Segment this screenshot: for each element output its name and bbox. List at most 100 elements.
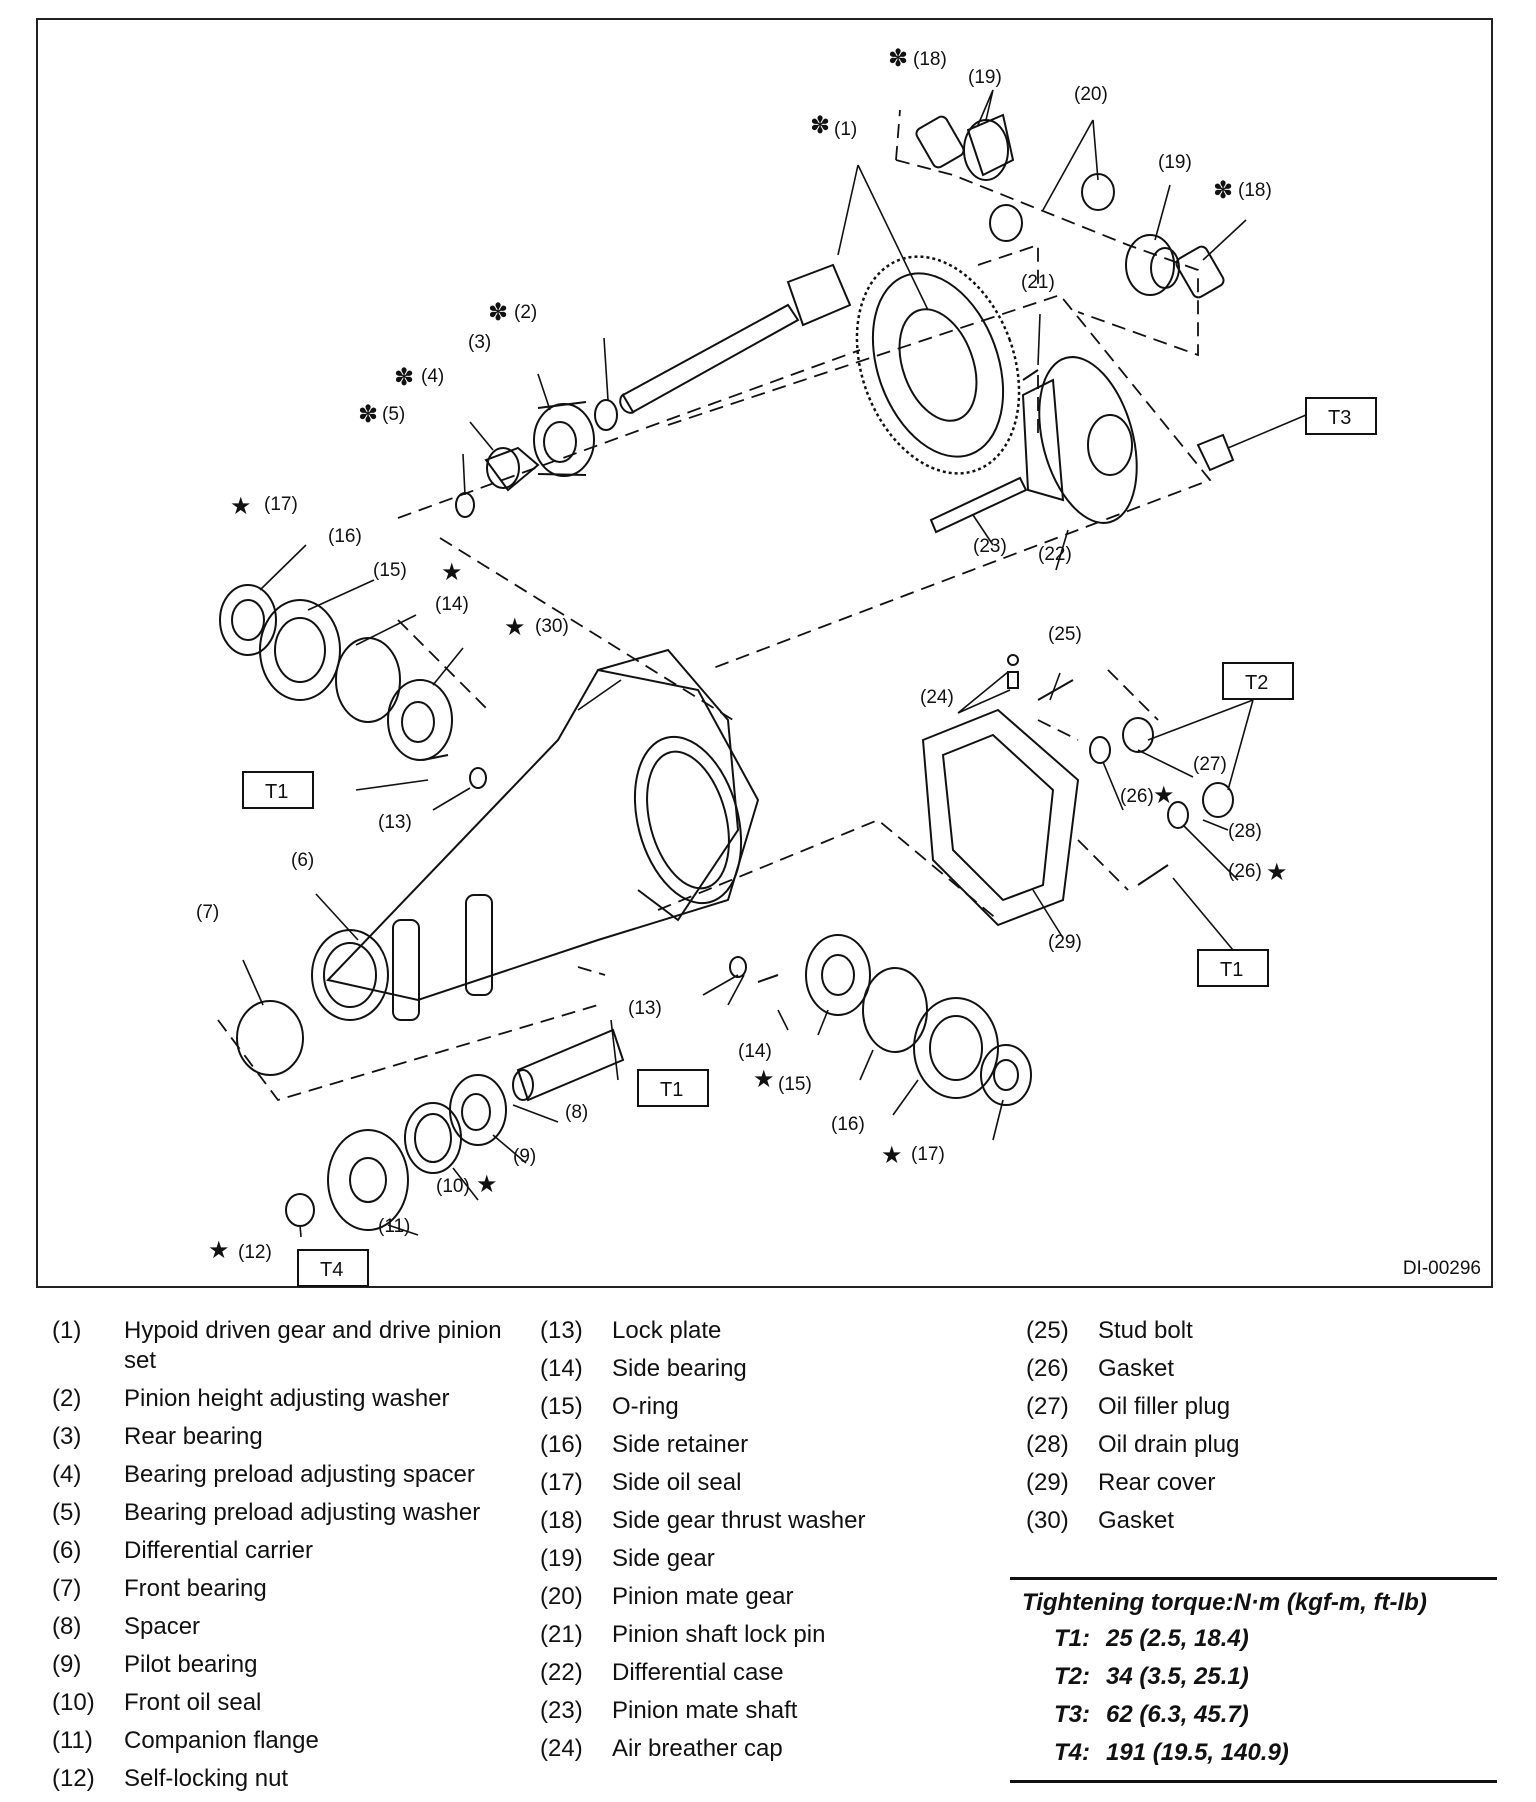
legend-item: (7)Front bearing <box>52 1575 267 1602</box>
legend-item: (17)Side oil seal <box>540 1469 742 1496</box>
callout-16b: (16) <box>831 1114 865 1135</box>
torque-box-labels: T3 T2 T1 T1 T1 T4 <box>265 407 1351 1281</box>
torque-box-t2: T2 <box>1245 672 1268 694</box>
pinion-mate-gear-a <box>989 204 1023 242</box>
callout-4: (4) <box>421 366 444 387</box>
callout-21: (21) <box>1021 272 1055 293</box>
callout-15b: (15) <box>778 1074 812 1095</box>
torque-row: T1:25 (2.5, 18.4) <box>1054 1625 1249 1652</box>
callout-30: (30) <box>535 616 569 637</box>
pinion-mate-shaft <box>929 476 1028 534</box>
callout-26b: (26) <box>1228 861 1262 882</box>
callout-5: (5) <box>382 404 405 425</box>
callout-24: (24) <box>920 687 954 708</box>
callout-17b: (17) <box>911 1144 945 1165</box>
asterisk-icon: ✽ <box>358 400 378 428</box>
gasket-lower <box>1167 801 1189 829</box>
oil-filler-plug <box>1122 717 1154 753</box>
callout-10: (10) <box>436 1176 470 1197</box>
callout-19b: (19) <box>1158 152 1192 173</box>
callout-14b: (14) <box>738 1041 772 1062</box>
callout-11: (11) <box>378 1216 410 1237</box>
legend-item: (30)Gasket <box>1026 1507 1175 1534</box>
star-icon: ★ <box>1153 781 1175 809</box>
companion-flange <box>327 1129 409 1231</box>
lock-plate-upper <box>469 767 487 789</box>
hypoid-gear-pinion-set <box>619 255 1021 475</box>
callout-19a: (19) <box>968 67 1002 88</box>
legend-item: (23)Pinion mate shaft <box>540 1697 798 1724</box>
legend-item: (11)Companion flange <box>52 1727 319 1754</box>
callout-6: (6) <box>291 850 314 871</box>
callout-28: (28) <box>1228 821 1262 842</box>
callout-16a: (16) <box>328 526 362 547</box>
callout-12: (12) <box>238 1242 272 1263</box>
legend-item: (26)Gasket <box>1026 1355 1175 1382</box>
rear-cover <box>921 708 1080 927</box>
callout-22: (22) <box>1038 544 1072 565</box>
rear-bearing <box>533 401 595 477</box>
preload-spacer <box>484 446 540 492</box>
legend-item: (27)Oil filler plug <box>1026 1393 1231 1420</box>
callout-9: (9) <box>513 1146 536 1167</box>
asterisk-icon: ✽ <box>394 363 414 391</box>
side-retainer-right <box>913 997 999 1099</box>
legend-item: (25)Stud bolt <box>1026 1317 1193 1344</box>
torque-box-t1-rear: T1 <box>1220 959 1243 981</box>
legend-item: (21)Pinion shaft lock pin <box>540 1621 826 1648</box>
differential-case <box>1021 356 1138 524</box>
side-gear-upper <box>963 113 1015 181</box>
callout-13a: (13) <box>378 812 412 833</box>
legend-item: (12)Self-locking nut <box>52 1765 289 1792</box>
carrier-gasket <box>597 648 740 922</box>
pinion-height-washer <box>594 399 618 431</box>
callout-1: (1) <box>834 119 857 140</box>
callout-2: (2) <box>514 302 537 323</box>
legend-item: (2)Pinion height adjusting washer <box>52 1385 450 1412</box>
star-markers: ★ ★ ★ ★ ★ ★ ★ ★ ★ <box>208 492 1288 1264</box>
exploded-diagram: ★ ★ ★ ★ ★ ★ ★ ★ ★ ✽ ✽ ✽ ✽ ✽ ✽ (1) (2) (3… <box>36 18 1493 1288</box>
legend-item: (5)Bearing preload adjusting washer <box>52 1499 481 1526</box>
legend-item: (9)Pilot bearing <box>52 1651 258 1678</box>
callout-3: (3) <box>468 332 491 353</box>
side-gear-lower <box>1125 234 1180 296</box>
legend-item: (3)Rear bearing <box>52 1423 263 1450</box>
star-icon: ★ <box>1266 858 1288 886</box>
legend-item: (29)Rear cover <box>1026 1469 1216 1496</box>
callout-25: (25) <box>1048 624 1082 645</box>
torque-box-t1-lower: T1 <box>660 1079 683 1101</box>
legend-item: (28)Oil drain plug <box>1026 1431 1240 1458</box>
legend-item: (10)Front oil seal <box>52 1689 262 1716</box>
callout-14a: (14) <box>435 594 469 615</box>
torque-table: Tightening torque:N·m (kgf-m, ft-lb) T1:… <box>1010 1577 1497 1783</box>
legend-column-1: (1)Hypoid driven gear and drive pinion s… <box>52 1316 522 1802</box>
side-oil-seal-right <box>980 1044 1032 1106</box>
star-icon: ★ <box>441 558 463 586</box>
spacer <box>512 1028 625 1102</box>
callout-26a: (26) <box>1120 786 1154 807</box>
torque-box-t3: T3 <box>1328 407 1351 429</box>
asterisk-icon: ✽ <box>810 111 830 139</box>
side-oil-seal-left <box>219 584 277 656</box>
gasket-upper <box>1089 736 1111 764</box>
legend-item: (20)Pinion mate gear <box>540 1583 794 1610</box>
preload-washer <box>455 492 475 518</box>
stud-bolt <box>1037 679 1074 701</box>
torque-box-t1-carrier: T1 <box>265 781 288 803</box>
side-bearing-left <box>387 679 453 761</box>
pinion-shaft-lock-pin <box>1022 369 1039 381</box>
star-icon: ★ <box>208 1236 230 1264</box>
star-icon: ★ <box>476 1170 498 1198</box>
callout-8: (8) <box>565 1102 588 1123</box>
torque-row: T2:34 (3.5, 25.1) <box>1054 1663 1249 1690</box>
o-ring-right <box>862 967 928 1053</box>
oil-drain-plug <box>1202 782 1234 818</box>
asterisk-icon: ✽ <box>488 298 508 326</box>
torque-table-title: Tightening torque:N·m (kgf-m, ft-lb) <box>1022 1589 1427 1616</box>
callout-29: (29) <box>1048 932 1082 953</box>
pilot-bearing <box>449 1074 507 1146</box>
legend-item: (13)Lock plate <box>540 1317 722 1344</box>
legend-item: (16)Side retainer <box>540 1431 749 1458</box>
legend-column-2: (13)Lock plate (14)Side bearing (15)O-ri… <box>540 1316 990 1772</box>
figure-id: DI-00296 <box>1402 1258 1481 1279</box>
